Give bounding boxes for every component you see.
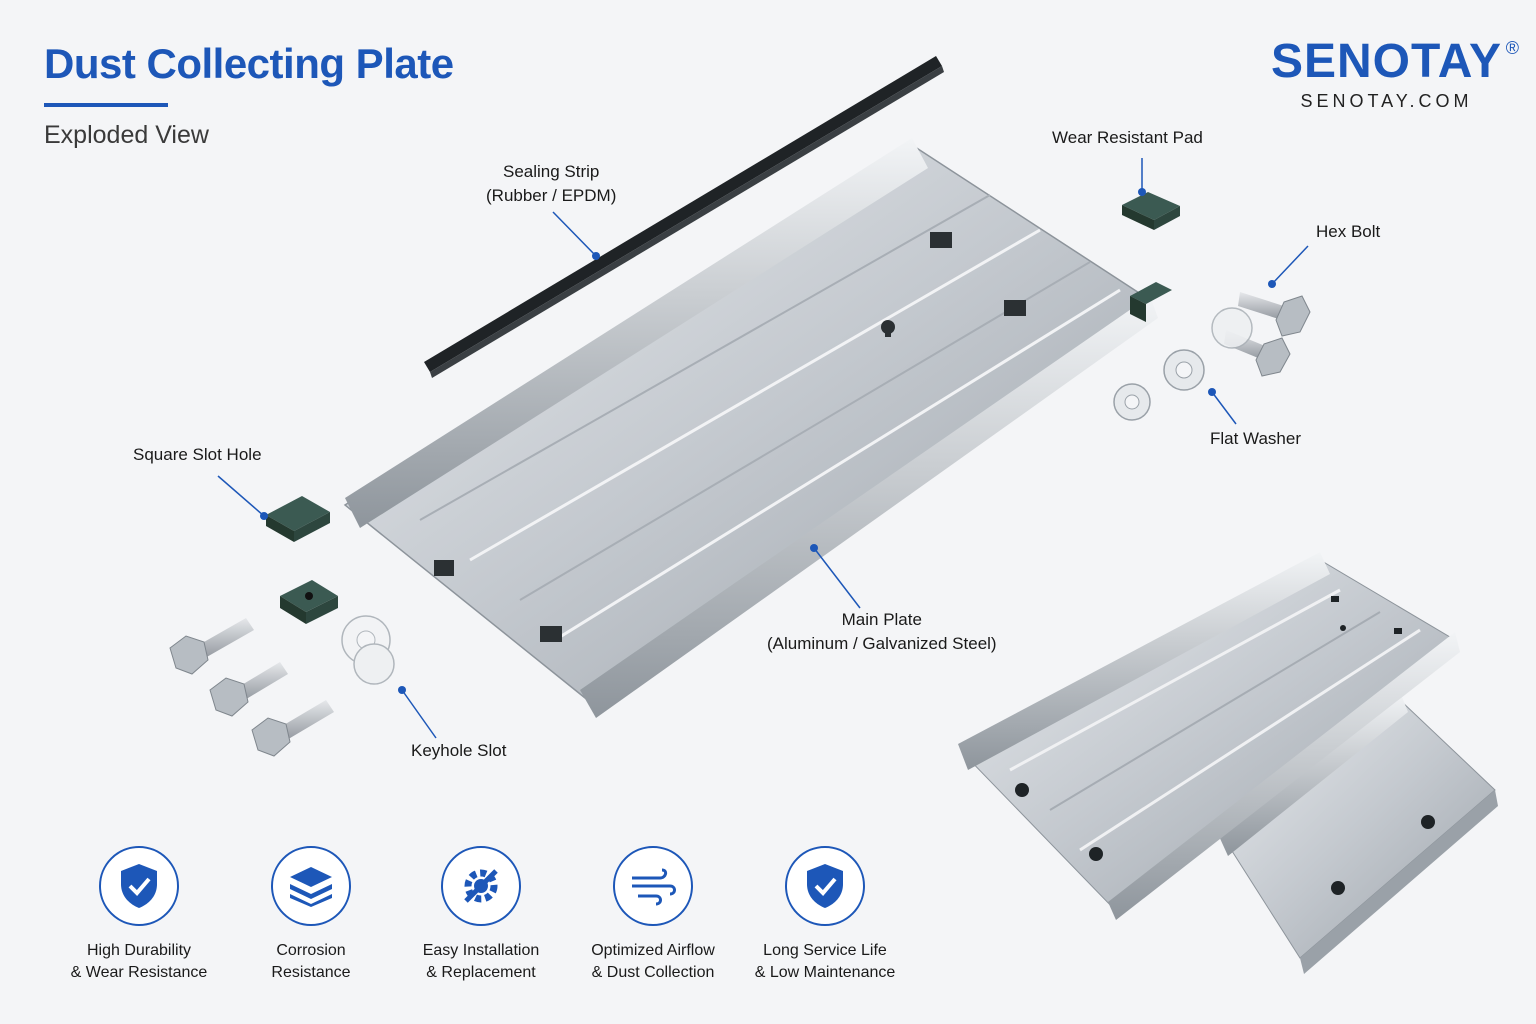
assembled-plates: [958, 552, 1498, 974]
square-slot-pad: [280, 580, 338, 624]
callout-leaders: [217, 158, 1309, 739]
sealing-strip: [424, 56, 944, 378]
page-subtitle: Exploded View: [44, 121, 209, 149]
plate-square-slot: [1004, 300, 1026, 316]
feature-installation: Easy Installation& Replacement: [386, 846, 576, 984]
square-slot-pad: [266, 496, 330, 542]
callout-wear-resistant-pad: Wear Resistant Pad: [1052, 128, 1203, 147]
shield-check-icon: [785, 846, 865, 926]
hex-bolt: [209, 662, 288, 717]
registered-mark: ®: [1505, 38, 1520, 58]
plate-square-slot: [540, 626, 562, 642]
shield-check-icon: [99, 846, 179, 926]
brand-url: SENOTAY.COM: [1300, 91, 1473, 111]
callout-square-slot-hole: Square Slot Hole: [133, 445, 262, 464]
brand-logo: SENOTAY® SENOTAY.COM: [1270, 34, 1520, 112]
wear-resistant-pad: [1130, 282, 1172, 322]
main-plate: [343, 138, 1158, 718]
feature-airflow: Optimized Airflow& Dust Collection: [558, 846, 748, 984]
hex-bolt: [251, 700, 334, 757]
plate-square-slot: [434, 560, 454, 576]
plate-square-slot: [930, 232, 952, 248]
callout-main-plate: Main Plate(Aluminum / Galvanized Steel): [767, 610, 997, 653]
callout-hex-bolt: Hex Bolt: [1316, 222, 1381, 241]
feature-durability: High Durability& Wear Resistance: [44, 846, 234, 984]
hex-bolt: [169, 618, 254, 675]
callout-flat-washer: Flat Washer: [1210, 429, 1302, 448]
feature-service-life: Long Service Life& Low Maintenance: [730, 846, 920, 984]
hex-bolt: [1238, 292, 1311, 337]
gear-wrench-icon: [441, 846, 521, 926]
page-title: Dust Collecting Plate: [44, 40, 454, 87]
callout-sealing-strip: Sealing Strip(Rubber / EPDM): [486, 162, 617, 205]
title-underline: [44, 103, 168, 107]
brand-name: SENOTAY®: [1270, 35, 1520, 88]
layers-icon: [271, 846, 351, 926]
airflow-icon: [613, 846, 693, 926]
callout-keyhole-slot: Keyhole Slot: [411, 741, 507, 760]
wear-resistant-pad: [1122, 192, 1180, 230]
